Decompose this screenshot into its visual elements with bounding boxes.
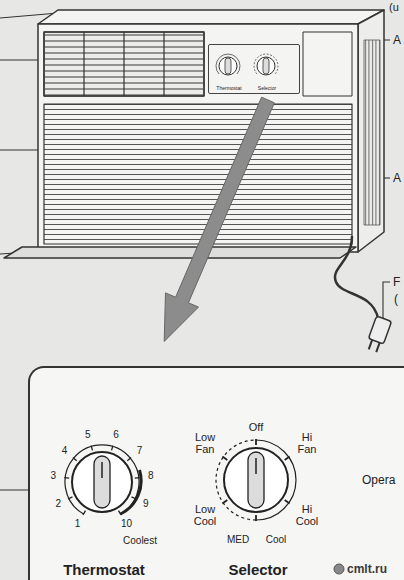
dial-number: 1 bbox=[75, 519, 81, 530]
thermostat-dial bbox=[64, 445, 141, 515]
dial-number: 4 bbox=[62, 445, 68, 456]
mode-label: Low Fan bbox=[190, 432, 220, 455]
dial-number: 9 bbox=[143, 499, 149, 510]
panel-ground bbox=[30, 368, 404, 580]
unit-control-panel: Thermostat Selector bbox=[208, 44, 300, 94]
mode-label: MED bbox=[227, 535, 249, 546]
watermark: cmlt.ru bbox=[347, 563, 387, 576]
control-panel-closeup: Thermostat Selector bbox=[28, 366, 404, 580]
callout-letter: A bbox=[393, 34, 401, 47]
mode-label: Off bbox=[249, 422, 263, 434]
callout-letter: A bbox=[393, 172, 401, 185]
panel-heading: Selector bbox=[228, 562, 287, 578]
callout-letter: (u bbox=[389, 2, 399, 14]
panel-heading: Selector bbox=[258, 86, 276, 91]
panel-heading: Thermostat bbox=[216, 86, 241, 91]
dial-number: 5 bbox=[85, 430, 91, 441]
dial-number: 3 bbox=[51, 471, 57, 482]
panel-heading: Thermostat bbox=[63, 562, 145, 578]
mode-label: Low Cool bbox=[190, 504, 220, 527]
dial-number: 7 bbox=[137, 445, 143, 456]
callout-letter: ( bbox=[394, 293, 398, 306]
air-conditioner-unit bbox=[4, 10, 392, 353]
dial-number: 2 bbox=[55, 499, 61, 510]
watermark-icon bbox=[334, 564, 344, 574]
zoom-arrow bbox=[164, 97, 274, 341]
callout-letter: F bbox=[393, 276, 400, 289]
selector-dial bbox=[216, 439, 296, 521]
mode-label: Hi Cool bbox=[293, 504, 321, 527]
mode-label: Cool bbox=[266, 535, 287, 546]
dial-label: Coolest bbox=[123, 536, 157, 547]
callout-text: Opera bbox=[362, 474, 395, 487]
dial-number: 10 bbox=[121, 519, 132, 530]
dial-number: 6 bbox=[113, 430, 119, 441]
mode-label: Hi Fan bbox=[294, 432, 320, 455]
dial-number: 8 bbox=[148, 471, 154, 482]
